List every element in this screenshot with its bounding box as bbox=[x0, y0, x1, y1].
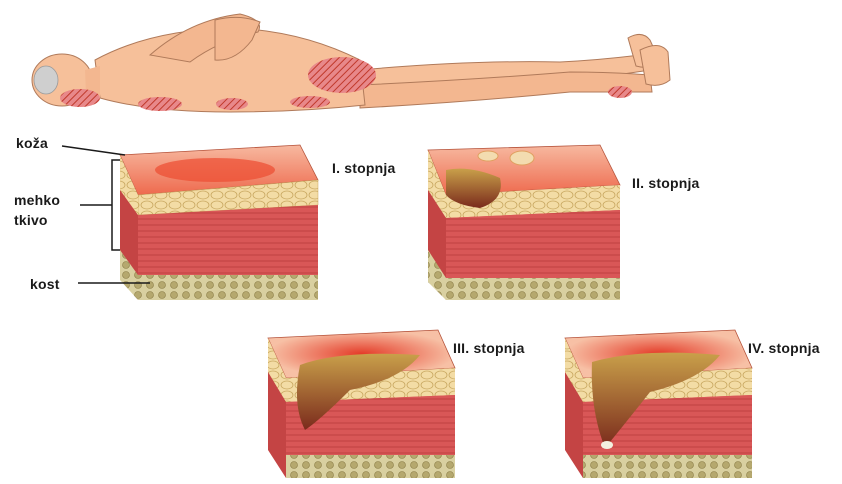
label-skin: koža bbox=[16, 135, 48, 151]
stage-1-label: I. stopnja bbox=[332, 160, 395, 176]
stage-2-label: II. stopnja bbox=[632, 175, 700, 191]
skin-pointer-line bbox=[62, 146, 125, 155]
stage-3-label: III. stopnja bbox=[453, 340, 525, 356]
pressure-zone-heel bbox=[608, 86, 632, 98]
tissue-block-stage-1 bbox=[120, 145, 318, 300]
reclining-figure-illustration bbox=[32, 14, 670, 112]
pressure-zone-head bbox=[60, 89, 100, 107]
label-soft-tissue-line1: mehko bbox=[14, 190, 60, 210]
tissue-block-stage-3 bbox=[268, 330, 455, 478]
pressure-zone-sacrum bbox=[308, 57, 376, 93]
label-bone: kost bbox=[30, 276, 60, 292]
label-soft-tissue-line2: tkivo bbox=[14, 210, 60, 230]
stage-4-label: IV. stopnja bbox=[748, 340, 820, 356]
tissue-bracket bbox=[112, 160, 120, 250]
tissue-block-stage-2 bbox=[428, 145, 620, 300]
pressure-zone-hip bbox=[290, 96, 330, 108]
label-soft-tissue: mehko tkivo bbox=[14, 190, 60, 230]
pressure-zone-elbow bbox=[216, 98, 248, 110]
tissue-block-stage-4 bbox=[565, 330, 752, 478]
pressure-zone-shoulder bbox=[138, 97, 182, 111]
